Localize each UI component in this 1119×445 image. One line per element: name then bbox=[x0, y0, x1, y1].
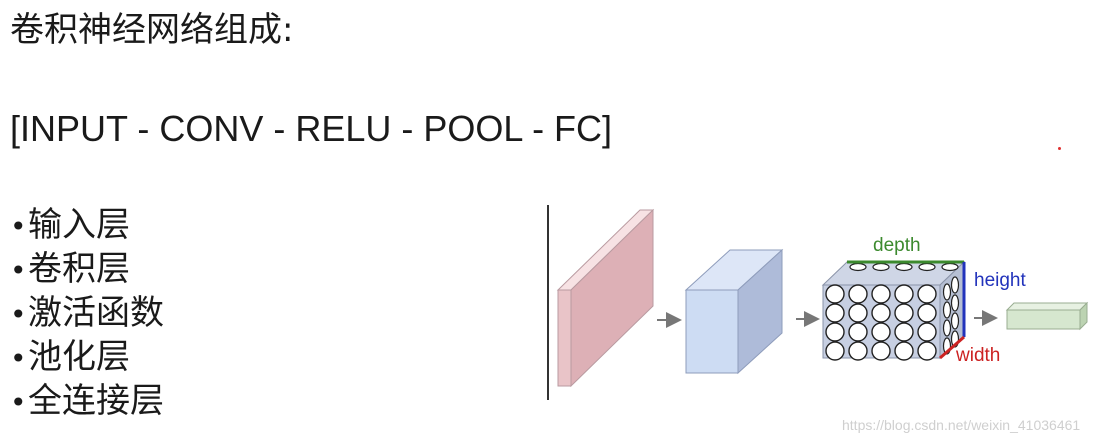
neuron-circle bbox=[942, 301, 952, 319]
neuron-circle bbox=[825, 341, 845, 361]
layer-label: 卷积层 bbox=[28, 249, 130, 289]
neuron-circle bbox=[917, 284, 937, 304]
neuron-circle bbox=[871, 322, 891, 342]
bullet: • bbox=[10, 342, 27, 375]
conv-volume bbox=[684, 248, 784, 375]
neuron-circle bbox=[917, 322, 937, 342]
neuron-circle bbox=[941, 262, 959, 272]
cnn-diagram: depth height width bbox=[547, 205, 1089, 400]
neuron-circle bbox=[942, 283, 952, 301]
layer-label: 输入层 bbox=[28, 205, 130, 245]
bullet: • bbox=[10, 298, 27, 331]
neuron-circle bbox=[825, 284, 845, 304]
neuron-circle bbox=[848, 322, 868, 342]
neuron-grid bbox=[825, 262, 960, 361]
fc-top-face bbox=[1005, 302, 1089, 311]
neuron-circle bbox=[917, 341, 937, 361]
neuron-circle bbox=[825, 322, 845, 342]
neuron-circle bbox=[895, 262, 913, 272]
list-item: •输入层 bbox=[10, 204, 164, 248]
width-edge bbox=[939, 335, 965, 360]
neuron-circle bbox=[950, 294, 960, 312]
neuron-circle bbox=[849, 262, 867, 272]
conv-front-face bbox=[685, 289, 739, 374]
neuron-circle bbox=[848, 303, 868, 323]
neuron-circle bbox=[917, 303, 937, 323]
neuron-circle bbox=[942, 319, 952, 337]
layer-list: •输入层 •卷积层 •激活函数 •池化层 •全连接层 bbox=[10, 204, 164, 424]
neuron-volume: depth height width bbox=[821, 235, 1026, 366]
list-item: •卷积层 bbox=[10, 248, 164, 292]
height-label: height bbox=[974, 270, 1026, 291]
neuron-circle bbox=[894, 341, 914, 361]
neuron-circle bbox=[894, 303, 914, 323]
input-volume bbox=[556, 208, 655, 388]
slide-title: 卷积神经网络组成: bbox=[10, 10, 294, 50]
layer-label: 池化层 bbox=[28, 337, 130, 377]
bullet: • bbox=[10, 386, 27, 419]
neuron-circle bbox=[871, 303, 891, 323]
bullet: • bbox=[10, 210, 27, 243]
layer-label: 全连接层 bbox=[28, 381, 164, 421]
neuron-circle bbox=[871, 341, 891, 361]
neuron-circle bbox=[872, 262, 890, 272]
cnn-structure-formula: [INPUT - CONV - RELU - POOL - FC] bbox=[10, 108, 613, 149]
neuron-circle bbox=[950, 276, 960, 294]
neuron-circle bbox=[848, 341, 868, 361]
width-label: width bbox=[955, 345, 1000, 366]
depth-label: depth bbox=[873, 235, 921, 256]
neuron-circle bbox=[848, 284, 868, 304]
neuron-circle bbox=[871, 284, 891, 304]
list-item: •池化层 bbox=[10, 336, 164, 380]
list-item: •全连接层 bbox=[10, 380, 164, 424]
red-dot-speck bbox=[1058, 147, 1061, 150]
neuron-circle bbox=[894, 284, 914, 304]
watermark: https://blog.csdn.net/weixin_41036461 bbox=[842, 417, 1081, 433]
neuron-circle bbox=[950, 312, 960, 330]
neuron-circle bbox=[894, 322, 914, 342]
bullet: • bbox=[10, 254, 27, 287]
neuron-circle bbox=[825, 303, 845, 323]
input-front-face bbox=[557, 289, 572, 387]
layer-label: 激活函数 bbox=[28, 293, 164, 333]
fc-front-face bbox=[1006, 309, 1081, 330]
neuron-circle bbox=[918, 262, 936, 272]
fc-volume bbox=[1005, 301, 1089, 331]
list-item: •激活函数 bbox=[10, 292, 164, 336]
input-side-face bbox=[570, 208, 654, 388]
